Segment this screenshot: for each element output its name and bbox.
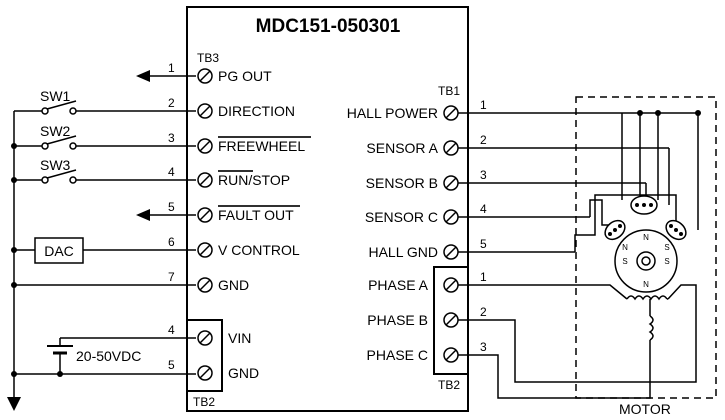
tb3-pin-4-label: RUN/STOP xyxy=(218,172,290,188)
tb2-left-label: TB2 xyxy=(193,395,215,409)
tb2-right: TB2 PHASE A PHASE B PHASE C 1 2 3 xyxy=(367,266,697,399)
switch-sw1-label: SW1 xyxy=(40,88,71,104)
tb2-right-pin-1-num: 1 xyxy=(480,270,487,284)
switch-sw3-label: SW3 xyxy=(40,157,71,173)
tb1-pin-3-num: 3 xyxy=(480,168,487,182)
tb3-pin-3-label: FREEWHEEL xyxy=(218,138,305,154)
tb1-pin-1-label: HALL POWER xyxy=(347,105,438,121)
tb2-left: TB2 VIN GND 4 5 xyxy=(168,319,259,409)
tb2-left-pin-4-num: 4 xyxy=(168,323,175,337)
tb3-pin-7: 7 GND xyxy=(14,270,249,293)
tb2-right-pin-a-label: PHASE A xyxy=(368,277,429,293)
hall-sensor-left xyxy=(604,219,626,241)
tb1-pin-2-num: 2 xyxy=(480,133,487,147)
motor-label: MOTOR xyxy=(619,401,671,417)
tb3-pin-4: 4 RUN/STOP xyxy=(76,165,290,188)
power-supply: 20-50VDC xyxy=(14,337,196,377)
motor-enclosure xyxy=(575,96,717,399)
tb2-right-pin-c-label: PHASE C xyxy=(367,347,428,363)
controller-box xyxy=(186,6,469,412)
tb3-pin-5-label: FAULT OUT xyxy=(218,207,294,223)
tb3-pin-2: 2 DIRECTION xyxy=(76,96,295,119)
tb3-pin-2-label: DIRECTION xyxy=(218,103,295,119)
tb3-label: TB3 xyxy=(197,51,219,65)
tb1-pin-4-num: 4 xyxy=(480,202,487,216)
dac-label: DAC xyxy=(44,243,74,259)
tb3-pin-3: 3 FREEWHEEL xyxy=(76,131,311,154)
dac-block: DAC xyxy=(14,237,84,264)
hall-sensor-right xyxy=(665,219,687,241)
controller-title: MDC151-050301 xyxy=(256,16,401,37)
pole-3: N xyxy=(643,280,649,289)
tb3-pin-7-label: GND xyxy=(218,277,249,293)
supply-label: 20-50VDC xyxy=(76,348,141,364)
tb2-right-pin-2-num: 2 xyxy=(480,305,487,319)
tb2-right-pin-b-label: PHASE B xyxy=(367,312,428,328)
tb1-label: TB1 xyxy=(438,84,460,98)
ground-arrow-icon xyxy=(7,397,21,411)
tb3-pin-3-num: 3 xyxy=(168,131,175,145)
tb1-pin-5-label: HALL GND xyxy=(368,244,438,260)
switch-sw2-label: SW2 xyxy=(40,123,71,139)
switch-sw1: SW1 xyxy=(40,88,77,115)
switch-sw3: SW3 xyxy=(40,157,77,184)
tb3-pin-1-label: PG OUT xyxy=(218,68,272,84)
tb1-pin-5-num: 5 xyxy=(480,237,487,251)
tb3-pin-5: 5 FAULT OUT xyxy=(136,200,300,223)
tb3-pin-2-num: 2 xyxy=(168,96,175,110)
tb3-pin-1: 1 PG OUT xyxy=(136,61,272,84)
motor-windings xyxy=(626,295,668,352)
tb3-pin-7-num: 7 xyxy=(168,270,175,284)
switch-sw2: SW2 xyxy=(40,123,77,150)
tb3-pin-1-num: 1 xyxy=(168,61,175,75)
tb1-pin-2-label: SENSOR A xyxy=(366,140,438,156)
tb1-pin-3-label: SENSOR B xyxy=(366,175,438,191)
tb1-pins: HALL POWER SENSOR A SENSOR B SENSOR C HA… xyxy=(347,98,669,260)
tb2-left-pin-5-num: 5 xyxy=(168,358,175,372)
tb3-pin-4-num: 4 xyxy=(168,165,175,179)
pole-1: N xyxy=(643,233,649,242)
tb1-pin-1-num: 1 xyxy=(480,98,487,112)
tb3-pin-5-num: 5 xyxy=(168,200,175,214)
pole-6: S xyxy=(664,257,669,266)
hall-sensor-top xyxy=(630,195,658,215)
motor: MOTOR N xyxy=(574,96,717,417)
tb2-left-pin-4-label: VIN xyxy=(228,330,251,346)
tb2-left-pin-5-label: GND xyxy=(228,365,259,381)
ground-bus xyxy=(7,110,42,411)
tb2-right-pin-3-num: 3 xyxy=(480,340,487,354)
pole-5: S xyxy=(664,243,669,252)
tb1-pin-4-label: SENSOR C xyxy=(365,209,438,225)
pole-4: S xyxy=(622,257,627,266)
tb3-pin-6: 6 V CONTROL xyxy=(83,235,300,258)
tb2-right-label: TB2 xyxy=(438,378,460,392)
tb3-pin-6-label: V CONTROL xyxy=(218,242,300,258)
tb3-pin-6-num: 6 xyxy=(168,235,175,249)
pole-2: N xyxy=(622,243,628,252)
motor-rotor: N N N S S S xyxy=(614,229,678,293)
